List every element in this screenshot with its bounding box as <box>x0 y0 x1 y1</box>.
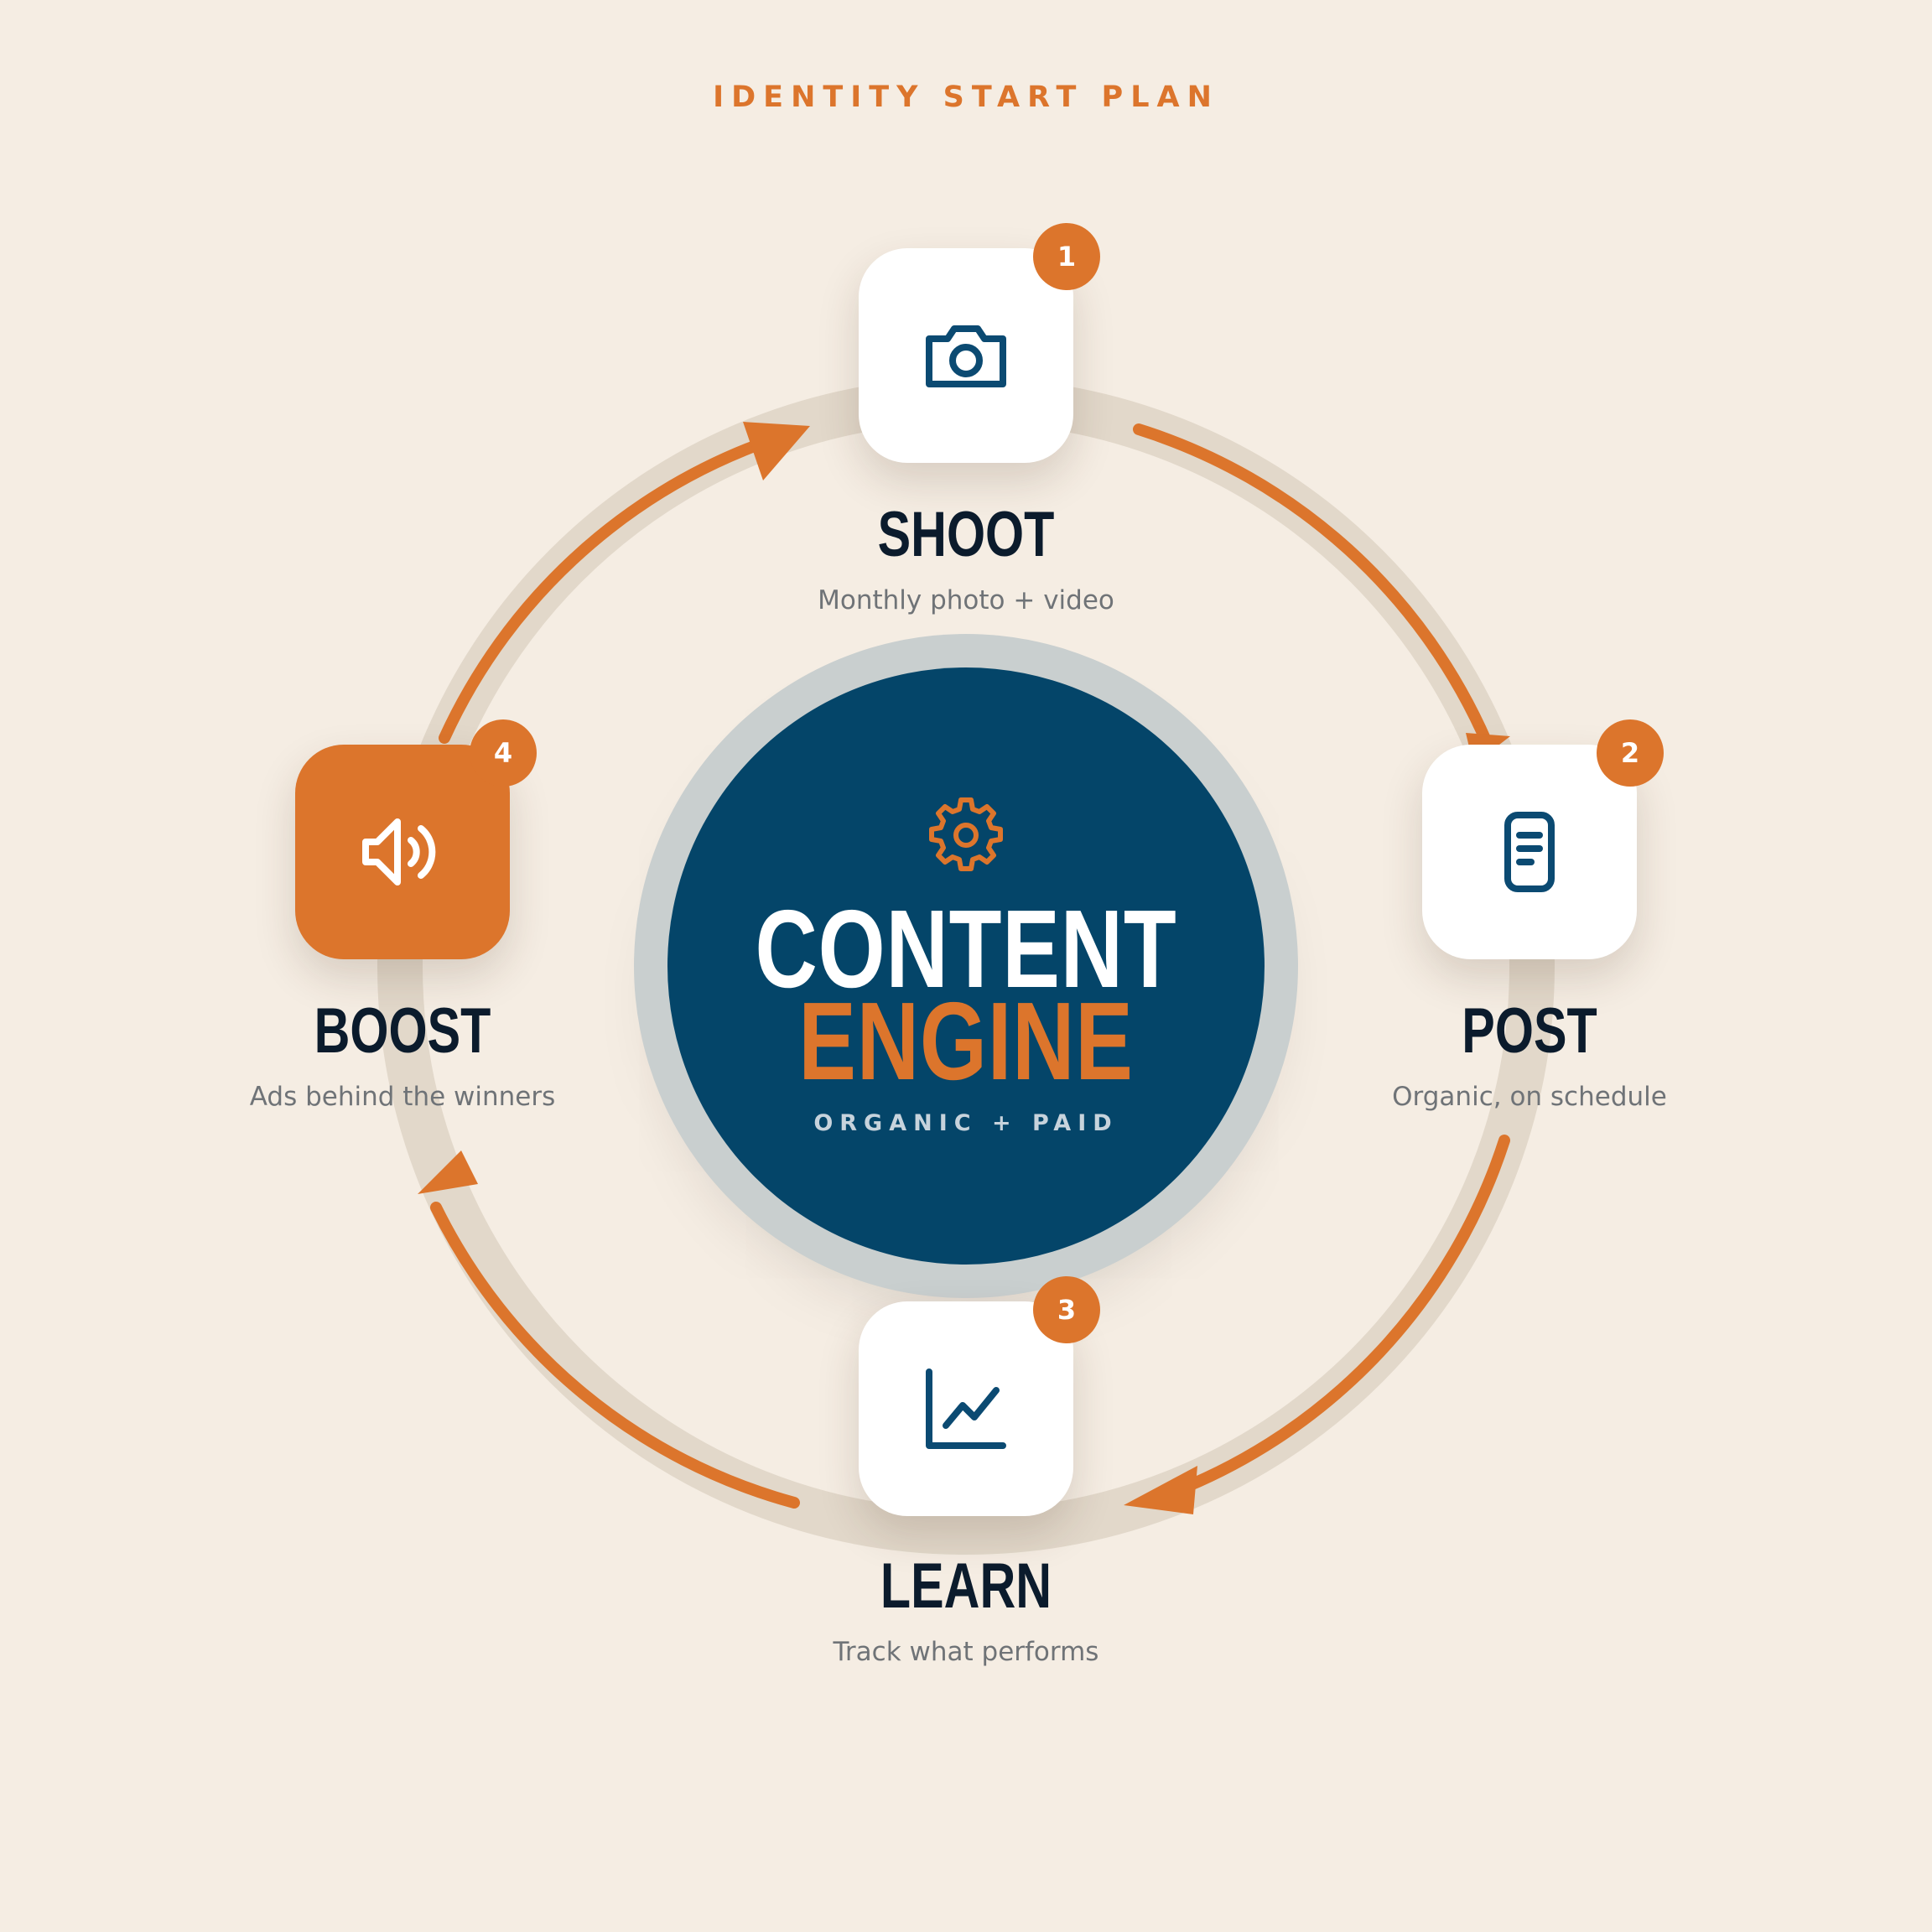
step-title: POST <box>1462 995 1597 1067</box>
step-number-badge: 2 <box>1597 719 1664 787</box>
arrowhead-to-learn <box>1124 1466 1197 1514</box>
arrow-arc-shoot-to-post <box>1133 423 1494 752</box>
arrowhead-to-boost <box>418 1150 478 1194</box>
step-learn-tile[interactable] <box>859 1301 1073 1516</box>
eyebrow-title: IDENTITY START PLAN <box>713 80 1219 114</box>
step-description: Organic, on schedule <box>1392 1082 1667 1112</box>
arrowhead-to-shoot <box>743 422 810 480</box>
megaphone-icon <box>362 818 436 886</box>
camera-icon <box>926 325 1006 387</box>
hub-subtitle: ORGANIC + PAID <box>813 1110 1119 1136</box>
step-number-badge: 4 <box>470 719 537 787</box>
step-number-badge: 3 <box>1033 1276 1100 1343</box>
hub-title-line-1: CONTENT <box>755 887 1177 1010</box>
arrow-arc-boost-to-shoot <box>439 439 765 744</box>
step-title: LEARN <box>880 1550 1052 1622</box>
step-description: Ads behind the winners <box>249 1082 556 1112</box>
arrow-arc-post-to-learn <box>1172 1135 1510 1496</box>
document-icon <box>1504 812 1555 892</box>
hub-title-line-2: ENGINE <box>798 979 1134 1103</box>
hub-circle: CONTENT ENGINE ORGANIC + PAID <box>667 667 1265 1265</box>
gear-icon <box>929 797 1003 871</box>
step-description: Track what performs <box>833 1637 1099 1667</box>
step-number-badge: 1 <box>1033 223 1100 290</box>
step-boost-tile[interactable] <box>295 745 510 959</box>
step-description: Monthly photo + video <box>818 585 1114 615</box>
step-shoot-tile[interactable] <box>859 248 1073 463</box>
step-title: BOOST <box>314 995 491 1067</box>
step-title: SHOOT <box>877 499 1055 570</box>
arrow-arc-learn-to-boost <box>430 1202 800 1509</box>
line-chart-icon <box>926 1368 1006 1449</box>
step-post-tile[interactable] <box>1422 745 1637 959</box>
